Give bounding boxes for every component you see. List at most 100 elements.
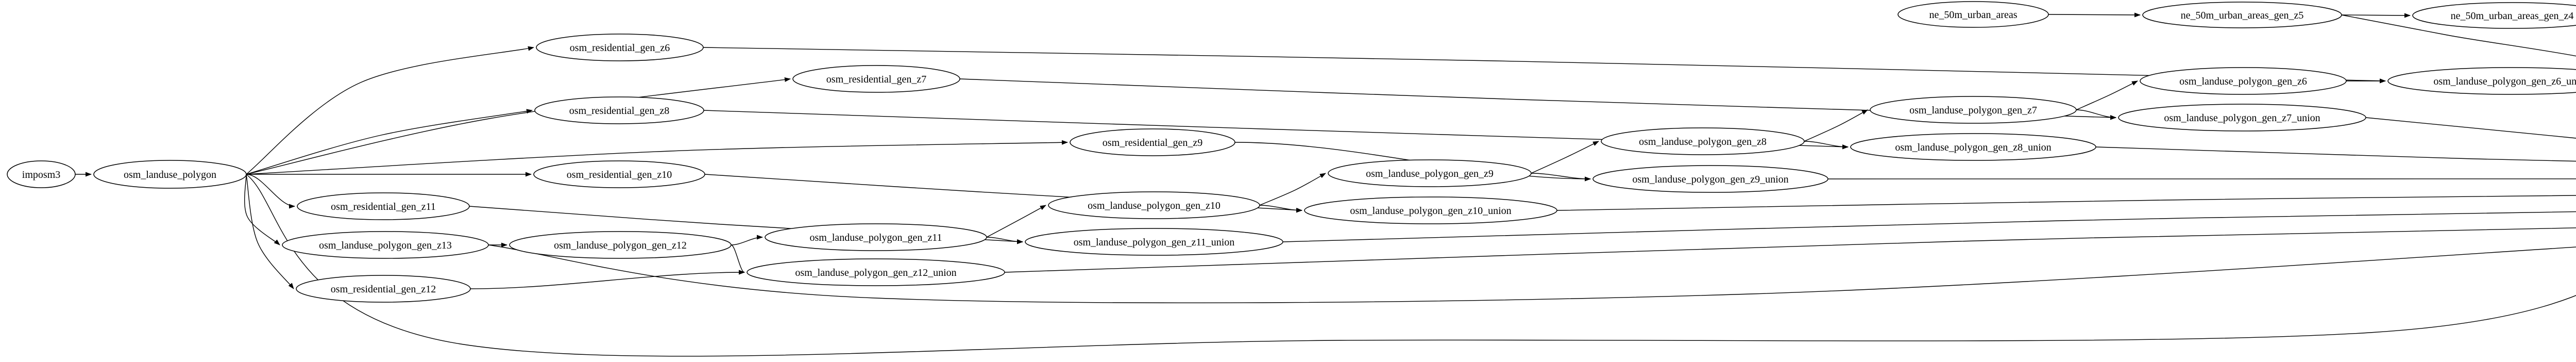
- edge-osm_landuse_polygon_gen_z11_union-to-layer_landuse-z11: [1282, 211, 2576, 242]
- edge-osm_landuse_polygon_gen_z7_union-to-layer_landuse-z7: [2365, 117, 2576, 139]
- node-osm_landuse_polygon_gen_z12_union: osm_landuse_polygon_gen_z12_union: [747, 258, 1005, 286]
- node-label-osm_landuse_polygon_gen_z8: osm_landuse_polygon_gen_z8: [1639, 136, 1767, 147]
- edge-osm_landuse_polygon_gen_z10_union-to-layer_landuse-z10: [1556, 195, 2576, 211]
- node-shape-osm_landuse_polygon_gen_z10: [1048, 191, 1260, 219]
- node-label-osm_landuse_polygon_gen_z13: osm_landuse_polygon_gen_z13: [319, 240, 452, 251]
- node-osm_residential_gen_z11: osm_residential_gen_z11: [297, 192, 470, 220]
- node-osm_residential_gen_z7: osm_residential_gen_z7: [792, 65, 960, 93]
- edge-osm_landuse_polygon_gen_z10-to-osm_landuse_polygon_gen_z9: [1259, 173, 1326, 206]
- node-osm_landuse_polygon_gen_z6_union: osm_landuse_polygon_gen_z6_union: [2387, 67, 2576, 95]
- edge-osm_landuse_polygon-to-osm_landuse_polygon_gen_z13: [244, 174, 280, 245]
- edge-osm_landuse_polygon-to-osm_residential_gen_z6: [246, 46, 534, 175]
- node-shape-ne_50m_urban_areas: [1897, 1, 2049, 28]
- node-ne_50m_urban_areas_gen_z5: ne_50m_urban_areas_gen_z5: [2142, 2, 2342, 28]
- node-shape-ne_50m_urban_areas_gen_z4: [2412, 2, 2576, 29]
- node-shape-osm_landuse_polygon_gen_z11: [765, 223, 987, 251]
- node-osm_landuse_polygon_gen_z6: osm_landuse_polygon_gen_z6: [2140, 67, 2347, 95]
- edge-osm_landuse_polygon_gen_z12-to-osm_landuse_polygon_gen_z12_union: [731, 244, 745, 275]
- node-label-osm_residential_gen_z9: osm_residential_gen_z9: [1103, 137, 1202, 149]
- node-shape-ne_50m_urban_areas_gen_z5: [2142, 2, 2342, 28]
- edge-ne_50m_urban_areas_gen_z5-to-layer_landuse-z5: [2341, 14, 2576, 57]
- node-label-imposm3: imposm3: [22, 169, 60, 180]
- node-osm_landuse_polygon_gen_z9: osm_landuse_polygon_gen_z9: [1328, 159, 1532, 187]
- node-shape-osm_landuse_polygon_gen_z7: [1870, 96, 2077, 124]
- node-osm_landuse_polygon_gen_z10: osm_landuse_polygon_gen_z10: [1048, 191, 1260, 219]
- node-label-osm_landuse_polygon_gen_z9: osm_landuse_polygon_gen_z9: [1366, 168, 1494, 179]
- node-label-osm_landuse_polygon_gen_z6_union: osm_landuse_polygon_gen_z6_union: [2433, 76, 2576, 87]
- node-shape-osm_residential_gen_z12: [296, 275, 471, 303]
- edge-osm_landuse_polygon_gen_z7-to-osm_landuse_polygon_gen_z6: [2076, 80, 2138, 110]
- edge-osm_landuse_polygon_gen_z8-to-osm_landuse_polygon_gen_z7: [1804, 109, 1868, 142]
- node-shape-osm_landuse_polygon_gen_z9_union: [1592, 165, 1828, 193]
- node-label-osm_landuse_polygon_gen_z11: osm_landuse_polygon_gen_z11: [809, 232, 942, 243]
- node-label-osm_landuse_polygon_gen_z8_union: osm_landuse_polygon_gen_z8_union: [1895, 142, 2051, 153]
- node-shape-osm_landuse_polygon_gen_z10_union: [1304, 196, 1557, 224]
- node-shape-osm_landuse_polygon_gen_z7_union: [2118, 104, 2366, 131]
- edge-osm_landuse_polygon-to-layer_landuse-z14plus: [246, 174, 2576, 357]
- node-osm_landuse_polygon_gen_z10_union: osm_landuse_polygon_gen_z10_union: [1304, 196, 1557, 224]
- node-shape-osm_landuse_polygon_gen_z8: [1601, 127, 1805, 155]
- node-osm_landuse_polygon_gen_z8_union: osm_landuse_polygon_gen_z8_union: [1850, 133, 2096, 161]
- node-ne_50m_urban_areas_gen_z4: ne_50m_urban_areas_gen_z4: [2412, 2, 2576, 29]
- node-label-osm_residential_gen_z12: osm_residential_gen_z12: [331, 284, 436, 295]
- edge-osm_landuse_polygon-to-osm_residential_gen_z9: [246, 140, 1068, 175]
- node-label-osm_residential_gen_z8: osm_residential_gen_z8: [569, 105, 669, 117]
- node-osm_residential_gen_z10: osm_residential_gen_z10: [533, 160, 705, 188]
- edge-osm_landuse_polygon-to-osm_residential_gen_z12: [246, 174, 294, 289]
- node-label-osm_landuse_polygon_gen_z6: osm_landuse_polygon_gen_z6: [2179, 76, 2307, 87]
- node-shape-osm_residential_gen_z9: [1070, 128, 1235, 156]
- edge-osm_landuse_polygon-to-osm_residential_gen_z11: [246, 174, 295, 209]
- node-label-osm_landuse_polygon_gen_z10: osm_landuse_polygon_gen_z10: [1088, 200, 1221, 211]
- node-shape-osm_landuse_polygon_gen_z8_union: [1850, 133, 2096, 161]
- node-label-osm_residential_gen_z6: osm_residential_gen_z6: [570, 42, 670, 54]
- edges-layer: [75, 12, 2576, 357]
- edge-ne_50m_urban_areas-to-ne_50m_urban_areas_gen_z5: [2048, 12, 2141, 18]
- edge-osm_residential_gen_z12-to-osm_landuse_polygon_gen_z12_union: [470, 270, 745, 289]
- node-label-osm_landuse_polygon_gen_z12_union: osm_landuse_polygon_gen_z12_union: [795, 267, 956, 278]
- node-shape-imposm3: [7, 160, 76, 188]
- node-label-ne_50m_urban_areas_gen_z5: ne_50m_urban_areas_gen_z5: [2181, 10, 2304, 21]
- node-osm_residential_gen_z9: osm_residential_gen_z9: [1070, 128, 1235, 156]
- node-osm_landuse_polygon_gen_z11_union: osm_landuse_polygon_gen_z11_union: [1025, 228, 1283, 256]
- edge-osm_landuse_polygon_gen_z13-to-layer_landuse-z13: [488, 244, 2576, 303]
- edge-osm_landuse_polygon_gen_z9-to-osm_landuse_polygon_gen_z9_union: [1531, 173, 1591, 182]
- node-osm_residential_gen_z12: osm_residential_gen_z12: [296, 275, 471, 303]
- node-shape-osm_residential_gen_z7: [792, 65, 960, 93]
- node-label-osm_residential_gen_z7: osm_residential_gen_z7: [826, 74, 926, 85]
- node-osm_landuse_polygon_gen_z11: osm_landuse_polygon_gen_z11: [765, 223, 987, 251]
- node-osm_landuse_polygon_gen_z13: osm_landuse_polygon_gen_z13: [282, 231, 489, 259]
- node-osm_landuse_polygon_gen_z7: osm_landuse_polygon_gen_z7: [1870, 96, 2077, 124]
- node-label-osm_residential_gen_z10: osm_residential_gen_z10: [567, 169, 672, 180]
- node-osm_residential_gen_z6: osm_residential_gen_z6: [536, 34, 704, 61]
- node-label-osm_landuse_polygon_gen_z7: osm_landuse_polygon_gen_z7: [1909, 105, 2037, 116]
- node-shape-osm_residential_gen_z10: [533, 160, 705, 188]
- node-shape-osm_landuse_polygon_gen_z13: [282, 231, 489, 259]
- edge-osm_landuse_polygon-to-osm_residential_gen_z8: [246, 109, 533, 175]
- node-label-osm_residential_gen_z11: osm_residential_gen_z11: [331, 201, 436, 212]
- edge-osm_landuse_polygon_gen_z11-to-osm_landuse_polygon_gen_z10: [986, 205, 1046, 238]
- node-shape-osm_landuse_polygon_gen_z12_union: [747, 258, 1005, 286]
- node-osm_landuse_polygon_gen_z7_union: osm_landuse_polygon_gen_z7_union: [2118, 104, 2366, 131]
- node-label-osm_landuse_polygon_gen_z9_union: osm_landuse_polygon_gen_z9_union: [1632, 174, 1788, 185]
- edge-osm_landuse_polygon_gen_z8-to-osm_landuse_polygon_gen_z8_union: [1804, 141, 1849, 150]
- node-label-osm_landuse_polygon_gen_z7_union: osm_landuse_polygon_gen_z7_union: [2164, 112, 2320, 124]
- edge-osm_landuse_polygon_gen_z9-to-osm_landuse_polygon_gen_z8: [1531, 141, 1599, 174]
- node-osm_residential_gen_z8: osm_residential_gen_z8: [534, 96, 704, 124]
- node-shape-osm_landuse_polygon: [93, 160, 247, 189]
- node-label-osm_landuse_polygon_gen_z11_union: osm_landuse_polygon_gen_z11_union: [1074, 237, 1235, 248]
- edge-osm_landuse_polygon_gen_z11-to-osm_landuse_polygon_gen_z11_union: [986, 237, 1023, 244]
- edge-osm_landuse_polygon_gen_z12-to-osm_landuse_polygon_gen_z11: [731, 235, 763, 245]
- edge-osm_landuse_polygon_gen_z7-to-osm_landuse_polygon_gen_z7_union: [2076, 109, 2116, 120]
- node-label-osm_landuse_polygon_gen_z10_union: osm_landuse_polygon_gen_z10_union: [1350, 205, 1511, 217]
- node-ne_50m_urban_areas: ne_50m_urban_areas: [1897, 1, 2049, 28]
- node-shape-osm_landuse_polygon_gen_z6_union: [2387, 67, 2576, 95]
- node-shape-osm_residential_gen_z11: [297, 192, 470, 220]
- node-shape-osm_residential_gen_z6: [536, 34, 704, 61]
- node-shape-osm_residential_gen_z8: [534, 96, 704, 124]
- node-osm_landuse_polygon_gen_z9_union: osm_landuse_polygon_gen_z9_union: [1592, 165, 1828, 193]
- node-osm_landuse_polygon_gen_z8: osm_landuse_polygon_gen_z8: [1601, 127, 1805, 155]
- edge-osm_landuse_polygon_gen_z8_union-to-layer_landuse-z8: [2095, 146, 2576, 162]
- node-label-ne_50m_urban_areas: ne_50m_urban_areas: [1929, 9, 2017, 21]
